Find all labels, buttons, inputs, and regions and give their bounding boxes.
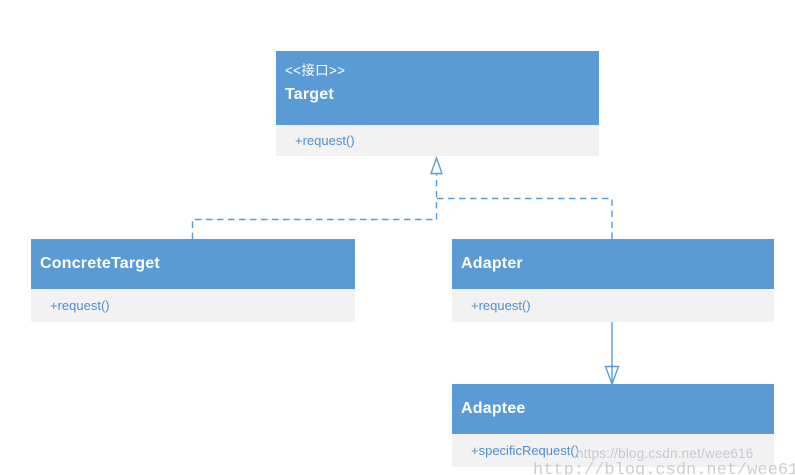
class-header-adaptee: Adaptee (452, 384, 774, 434)
class-body-target: +request() (276, 125, 599, 156)
method-label-adapter-request: +request() (471, 298, 531, 313)
class-box-target: <<接口>> Target +request() (276, 51, 599, 156)
class-body-adaptee: +specificRequest() (452, 434, 774, 467)
class-name-adapter: Adapter (461, 255, 523, 272)
hollow-triangle-arrowhead-target (430, 155, 443, 175)
class-body-adapter: +request() (452, 289, 774, 322)
watermark-url-line2: http://blog.csdn.net/wee61 (533, 461, 795, 475)
realization-edge-concretetarget (191, 218, 437, 239)
watermark-url-line1: https://blog.csdn.net/wee616 (576, 446, 754, 461)
class-header-target: <<接口>> Target (276, 51, 599, 125)
class-header-adapter: Adapter (452, 239, 774, 289)
open-triangle-arrowhead-adaptee (604, 365, 620, 387)
class-box-concretetarget: ConcreteTarget +request() (31, 239, 355, 322)
class-box-adaptee: Adaptee +specificRequest() (452, 384, 774, 467)
class-body-concretetarget: +request() (31, 289, 355, 322)
realization-edge-adapter (436, 197, 613, 239)
class-box-adapter: Adapter +request() (452, 239, 774, 322)
class-name-adaptee: Adaptee (461, 400, 526, 417)
class-name-concretetarget: ConcreteTarget (40, 255, 160, 272)
method-label-concretetarget-request: +request() (50, 298, 110, 313)
stereotype-label-target: <<接口>> (285, 63, 346, 78)
class-name-target: Target (285, 86, 334, 103)
method-label-adaptee-specificrequest: +specificRequest() (471, 443, 580, 458)
class-header-concretetarget: ConcreteTarget (31, 239, 355, 289)
method-label-target-request: +request() (295, 133, 355, 148)
